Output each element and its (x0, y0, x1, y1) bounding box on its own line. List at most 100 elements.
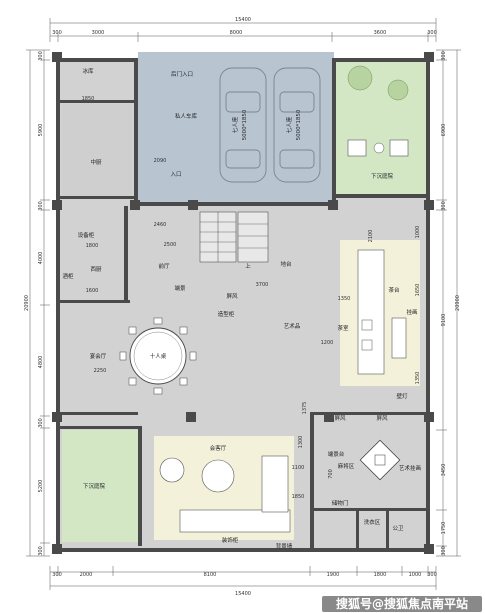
top-dim-4: 3600 (374, 30, 387, 36)
label-fireplace: 壁灯 (396, 392, 408, 400)
label-view-wall: 背景墙 (276, 542, 293, 550)
mahjong-table (359, 439, 401, 481)
dining-table (119, 317, 197, 395)
bottom-dim-2: 2000 (80, 572, 93, 578)
dim-1850b: 1850 (292, 494, 305, 500)
dim-3700: 3700 (256, 282, 269, 288)
dim-1650: 1650 (415, 284, 421, 297)
right-total-dim: 20900 (455, 295, 461, 311)
label-car-seven-1: 七人座 (231, 116, 239, 133)
top-dim-5: 300 (427, 30, 437, 36)
sunken-garden-left-area (62, 430, 138, 542)
top-dim-3: 8000 (230, 30, 243, 36)
label-ten-seat: 十人桌 (150, 352, 167, 360)
staircase (199, 211, 269, 263)
label-car-size-1: 5000*1850 (242, 109, 248, 140)
left-dim-2: 5900 (38, 124, 44, 137)
label-reception-hall: 会客厅 (210, 444, 227, 452)
label-entrance: 入口 (170, 171, 181, 178)
right-dim-2: 6900 (441, 124, 447, 137)
label-tea-table: 茶台 (388, 286, 400, 294)
kitchen-area (62, 104, 132, 196)
label-foyer: 前厅 (158, 262, 170, 270)
label-mahjong: 麻将区 (338, 462, 355, 470)
car-1 (219, 67, 267, 183)
garden-chairs (347, 65, 409, 157)
reception-furniture (159, 455, 291, 533)
label-cold-storage: 冰库 (82, 67, 94, 75)
label-stage: 地台 (280, 260, 292, 268)
label-storage-door: 储物门 (332, 499, 349, 507)
dim-1600: 1600 (86, 288, 99, 294)
label-screen-1: 屏风 (226, 293, 238, 300)
label-equipment-cabinet: 设备柜 (78, 231, 95, 239)
label-western-kitchen: 西厨 (90, 266, 102, 273)
tea-table-furniture (357, 249, 407, 375)
dim-1375: 1375 (302, 402, 308, 415)
label-tea-room: 茶室 (337, 324, 349, 332)
top-dim-1: 300 (52, 30, 62, 36)
dim-1300: 1300 (298, 436, 304, 449)
label-artwork: 艺术品 (284, 322, 301, 330)
label-sunken-garden-left: 下沉庭院 (83, 482, 106, 490)
label-toilet: 公卫 (392, 525, 404, 532)
dim-1000: 1000 (415, 226, 421, 239)
bottom-dimensions: 300 2000 8100 1900 1800 1000 300 15400 (49, 566, 437, 597)
bottom-dim-4: 1900 (327, 572, 340, 578)
dim-1350b: 1350 (415, 372, 421, 385)
label-view: 端景 (174, 284, 186, 292)
dim-2500: 2500 (164, 242, 177, 248)
dim-2100: 2100 (368, 230, 374, 243)
right-dim-4: 9100 (441, 314, 447, 327)
watermark-text: 搜狐号@搜狐焦点南平站 (336, 596, 468, 611)
dim-2090: 2090 (154, 158, 167, 164)
dim-1350: 1350 (338, 296, 351, 302)
dim-1850: 1850 (82, 96, 95, 102)
top-dimensions: 15400 300 3000 8000 3600 300 (49, 17, 437, 42)
top-total-dim: 15400 (235, 17, 251, 23)
label-private-garage: 私人车库 (175, 112, 198, 120)
right-dim-5: 3450 (441, 464, 447, 477)
bottom-dim-7: 300 (427, 572, 437, 578)
label-laundry: 洗衣区 (364, 518, 381, 526)
dim-2460: 2460 (154, 222, 167, 228)
label-display-cabinet: 造型柜 (218, 310, 235, 318)
left-total-dim: 20900 (24, 295, 30, 311)
watermark: 搜狐号@搜狐焦点南平站 (322, 596, 482, 612)
label-painting: 挂画 (406, 308, 417, 316)
label-garage-entrance: 后门入口 (171, 70, 193, 78)
label-banquet-hall: 宴会厅 (90, 352, 107, 360)
right-dimensions: 300 6900 300 9100 3450 1750 300 20900 (436, 49, 461, 557)
bottom-total-dim: 15400 (235, 591, 251, 597)
label-kitchen: 中厨 (90, 158, 102, 166)
dim-1800: 1800 (86, 243, 99, 249)
label-car-seven-2: 七人座 (285, 116, 293, 133)
left-dim-7: 5200 (38, 480, 44, 493)
label-decor-cabinet: 装饰柜 (222, 536, 239, 544)
label-screen-2: 屏风 (334, 415, 346, 422)
dim-2250: 2250 (94, 368, 107, 374)
bottom-dim-6: 1000 (409, 572, 422, 578)
label-up: 上 (245, 262, 251, 270)
walls (52, 52, 434, 554)
bottom-dim-1: 300 (52, 572, 62, 578)
label-side-cabinet: 端景台 (328, 450, 345, 458)
label-screen-3: 屏风 (376, 415, 388, 422)
interior-dims: 1850 2090 2460 2500 1800 1600 2250 3700 … (82, 96, 421, 500)
left-dim-1: 300 (38, 51, 44, 61)
left-dim-3: 300 (38, 201, 44, 211)
label-sunken-garden-right: 下沉庭院 (371, 172, 394, 180)
left-dim-8: 300 (38, 546, 44, 556)
label-wine-cabinet: 酒柜 (62, 272, 74, 280)
dim-1100: 1100 (292, 465, 305, 471)
top-dim-2: 3000 (92, 30, 105, 36)
left-dim-6: 300 (38, 418, 44, 428)
right-dim-6: 1750 (441, 522, 447, 535)
left-dimensions: 300 5900 300 4000 4800 300 5200 300 2090… (24, 49, 50, 557)
right-dim-1: 300 (441, 51, 447, 61)
right-dim-7: 300 (441, 546, 447, 556)
bottom-dim-5: 1800 (374, 572, 387, 578)
room-labels: 冰库 中厨 设备柜 西厨 酒柜 宴会厅 十人桌 下沉庭院 私人车库 后门入口 七… (62, 67, 421, 550)
left-dim-4: 4000 (38, 252, 44, 265)
